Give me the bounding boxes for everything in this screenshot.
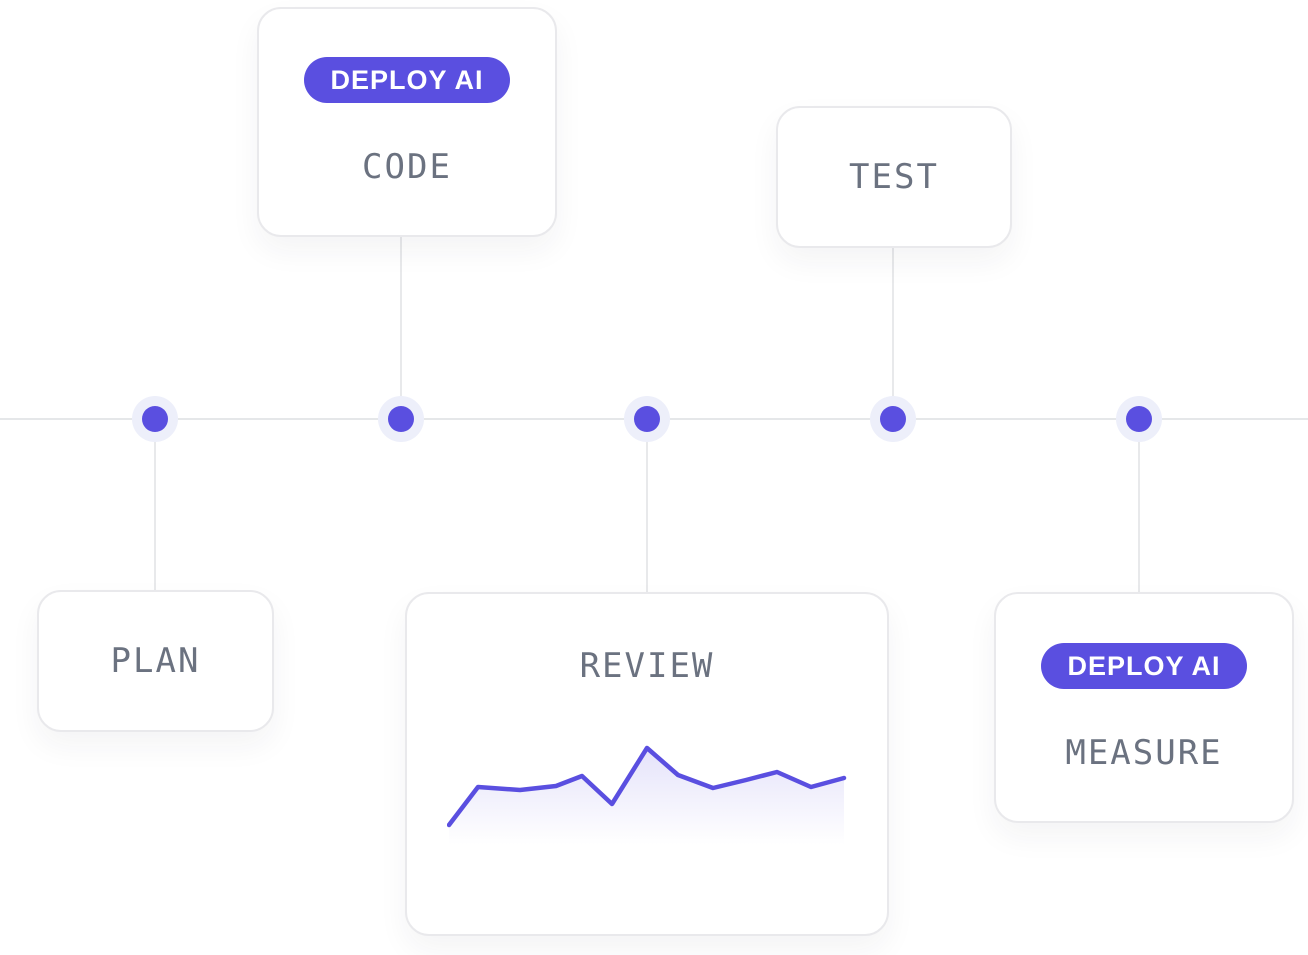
node-dot [142, 406, 168, 432]
timeline-node-code [378, 396, 424, 442]
deploy-ai-badge: DEPLOY AI [304, 57, 510, 103]
review-sparkline-chart [447, 745, 847, 845]
sparkline-line [447, 745, 847, 828]
card-measure: DEPLOY AI MEASURE [994, 592, 1294, 823]
sparkline-area [449, 748, 844, 845]
timeline-node-test [870, 396, 916, 442]
node-dot [634, 406, 660, 432]
timeline-node-plan [132, 396, 178, 442]
card-measure-label: MEASURE [1065, 732, 1223, 773]
card-code-label: CODE [362, 147, 452, 187]
card-test: TEST [776, 106, 1012, 248]
card-code: DEPLOY AI CODE [257, 7, 557, 237]
card-review-label: REVIEW [579, 646, 715, 686]
deploy-ai-badge: DEPLOY AI [1041, 642, 1247, 689]
node-dot [880, 406, 906, 432]
node-dot [1126, 406, 1152, 432]
connector-review [646, 419, 648, 593]
card-review: REVIEW [405, 592, 889, 936]
node-dot [388, 406, 414, 432]
connector-code [400, 236, 402, 419]
connector-plan [154, 419, 156, 591]
timeline-node-measure [1116, 396, 1162, 442]
card-plan: PLAN [37, 590, 274, 732]
connector-measure [1138, 419, 1140, 593]
timeline-node-review [624, 396, 670, 442]
connector-test [892, 247, 894, 419]
card-test-label: TEST [849, 157, 939, 197]
card-plan-label: PLAN [110, 641, 201, 681]
